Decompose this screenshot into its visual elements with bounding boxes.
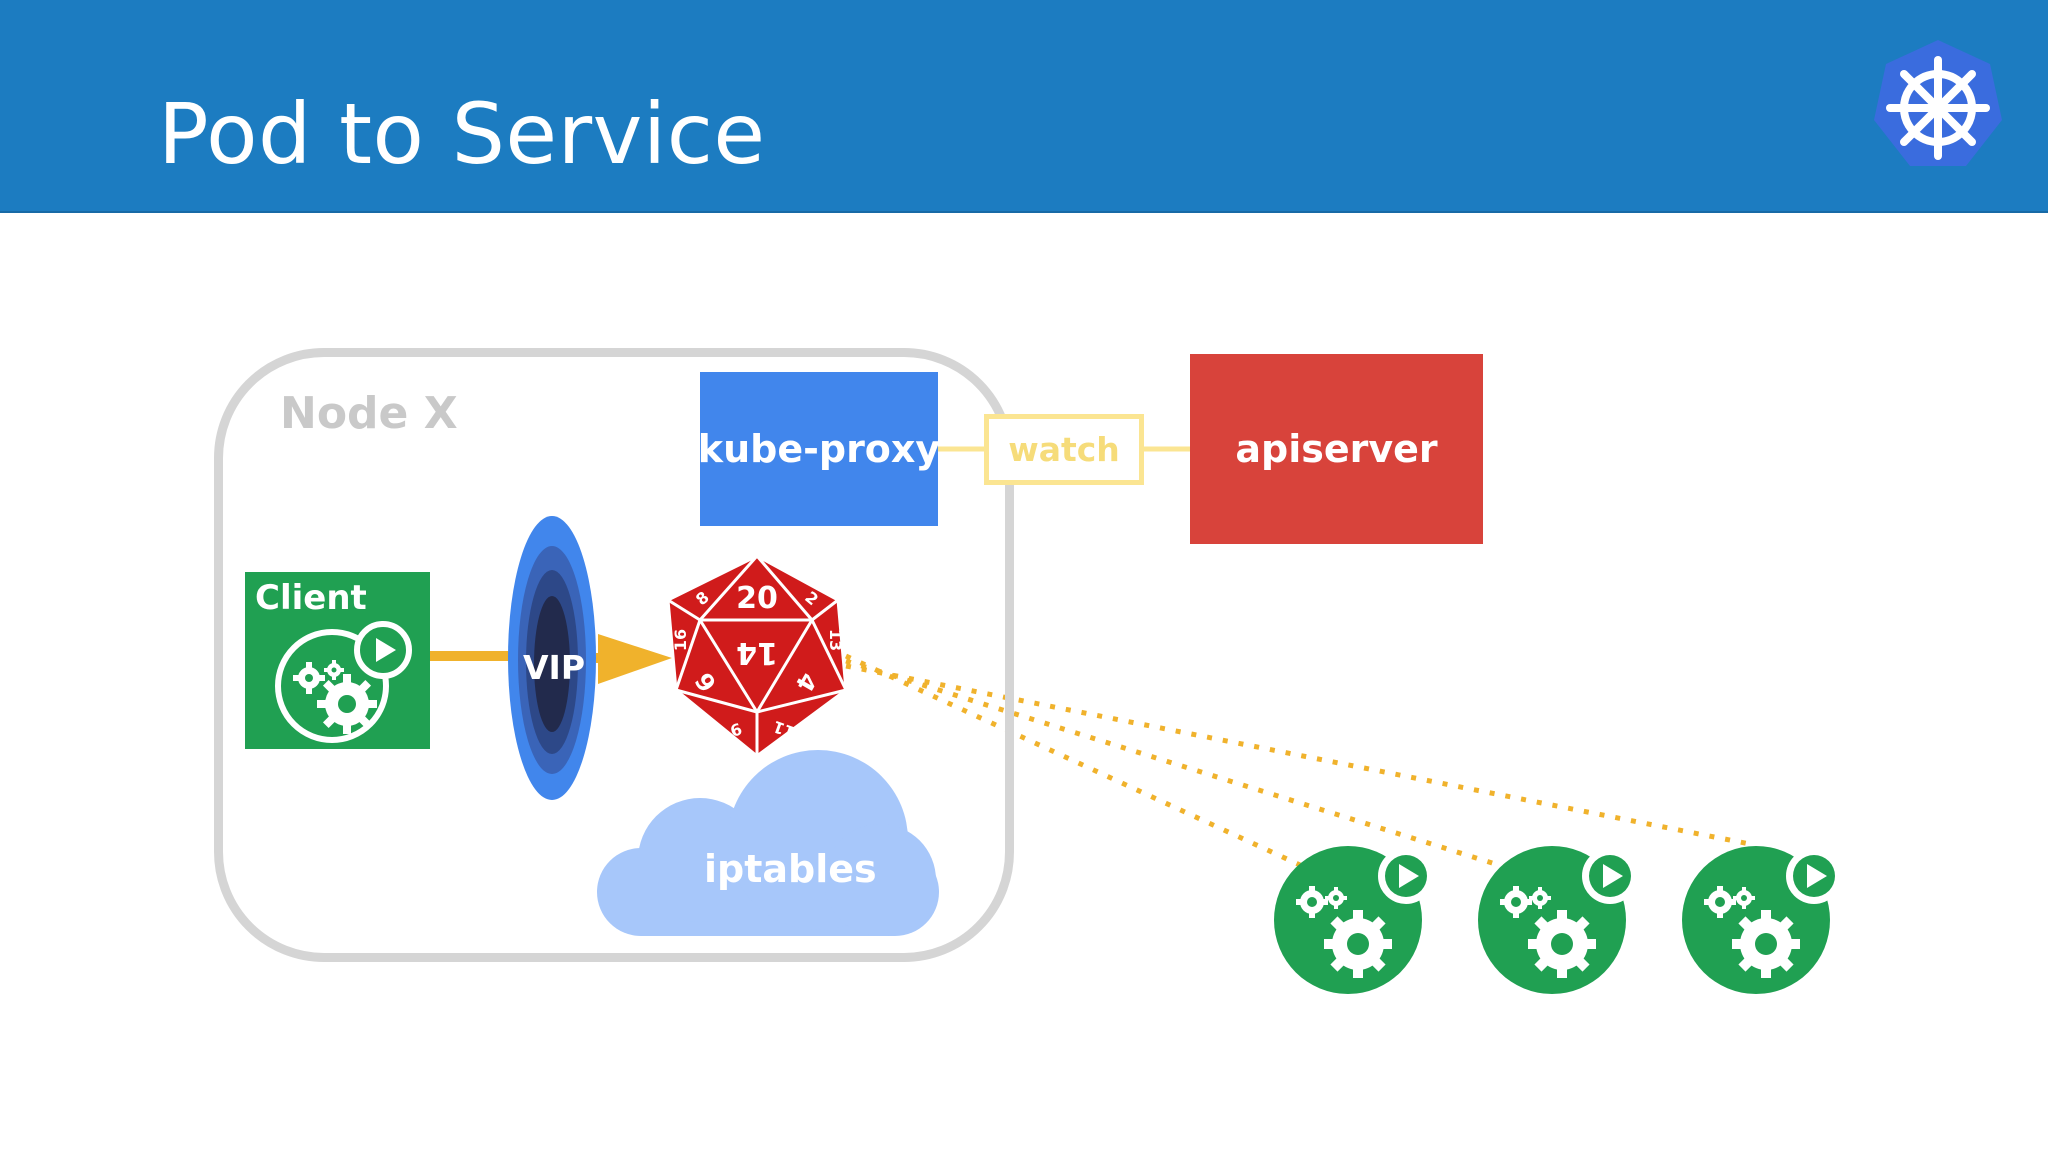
- pod-gears-icon: [1682, 846, 1842, 994]
- watch-box: watch: [984, 414, 1144, 485]
- kube-proxy-label: kube-proxy: [697, 427, 941, 471]
- dice-face-13: 13: [826, 629, 845, 651]
- backend-pod-2: [1478, 846, 1638, 994]
- node-label: Node X: [280, 388, 458, 439]
- dice-face-14: 14: [736, 635, 778, 670]
- dice-face-20: 20: [736, 581, 778, 616]
- pod-gears-icon: [1274, 846, 1434, 994]
- vip-dice-arrowhead: [598, 634, 672, 684]
- title-bar: Pod to Service: [0, 0, 2048, 213]
- watch-label: watch: [1008, 430, 1120, 469]
- backend-pod-1: [1274, 846, 1434, 994]
- dice-face-16: 16: [671, 629, 690, 651]
- kube-proxy-box: kube-proxy: [697, 372, 941, 526]
- node-box: [214, 348, 1014, 962]
- iptables-label: iptables: [704, 847, 877, 891]
- backend-pod-3: [1682, 846, 1842, 994]
- vip-portal-icon: [508, 516, 596, 800]
- pod-gears-icon: [1478, 846, 1638, 994]
- apiserver-box: apiserver: [1190, 354, 1483, 544]
- page-title: Pod to Service: [158, 85, 766, 183]
- client-label: Client: [255, 578, 367, 618]
- kubernetes-logo-icon: [1874, 40, 2002, 166]
- gears-play-icon: [275, 621, 412, 743]
- client-box: Client: [245, 572, 430, 749]
- vip-label: VIP: [523, 648, 586, 687]
- d20-dice-icon: 20 14 6 4 2 8 13 16 9 11: [666, 554, 848, 758]
- apiserver-label: apiserver: [1235, 427, 1438, 471]
- load-balance-paths: [844, 653, 1756, 870]
